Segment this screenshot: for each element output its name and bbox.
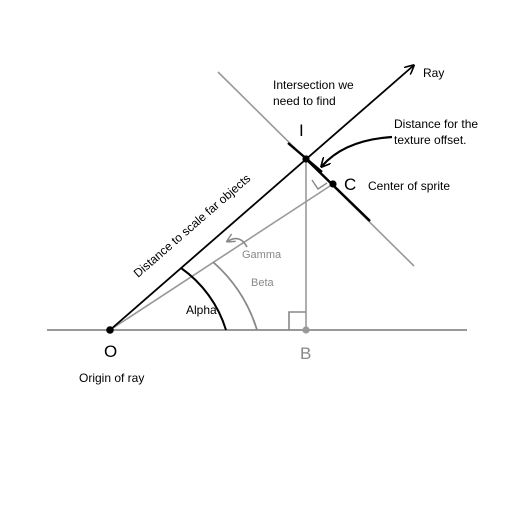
texture-offset-label-line1: Distance for the: [394, 117, 478, 131]
point-c-dot: [329, 180, 337, 188]
segment-i-to-c: [305, 158, 371, 222]
right-angle-b: [288, 311, 306, 330]
line-o-to-c: [109, 183, 334, 331]
beta-label: Beta: [251, 277, 275, 289]
point-c-label: C: [344, 175, 356, 194]
point-o-label: O: [104, 342, 117, 361]
beta-arc: [212, 261, 258, 331]
point-i-label: I: [299, 121, 304, 140]
right-angle-c: [311, 179, 328, 190]
point-i-dot: [302, 155, 310, 163]
origin-of-ray-label: Origin of ray: [79, 371, 144, 385]
gamma-label: Gamma: [242, 249, 282, 261]
alpha-arc: [180, 267, 227, 331]
gamma-arc: [228, 239, 248, 248]
intersection-label-line1: Intersection we: [273, 78, 354, 92]
texture-offset-label-line2: texture offset.: [394, 133, 467, 147]
ray-label: Ray: [423, 66, 444, 80]
point-o-dot: [106, 326, 114, 334]
distance-scale-label: Distance to scale far objects: [131, 171, 253, 280]
point-b-dot: [302, 326, 310, 334]
center-of-sprite-label: Center of sprite: [368, 179, 450, 193]
ray-line: [109, 66, 413, 331]
alpha-label: Alpha: [186, 303, 217, 317]
point-b-label: B: [300, 344, 311, 363]
intersection-label-line2: need to find: [273, 94, 336, 108]
texture-offset-arrow: [322, 135, 393, 166]
